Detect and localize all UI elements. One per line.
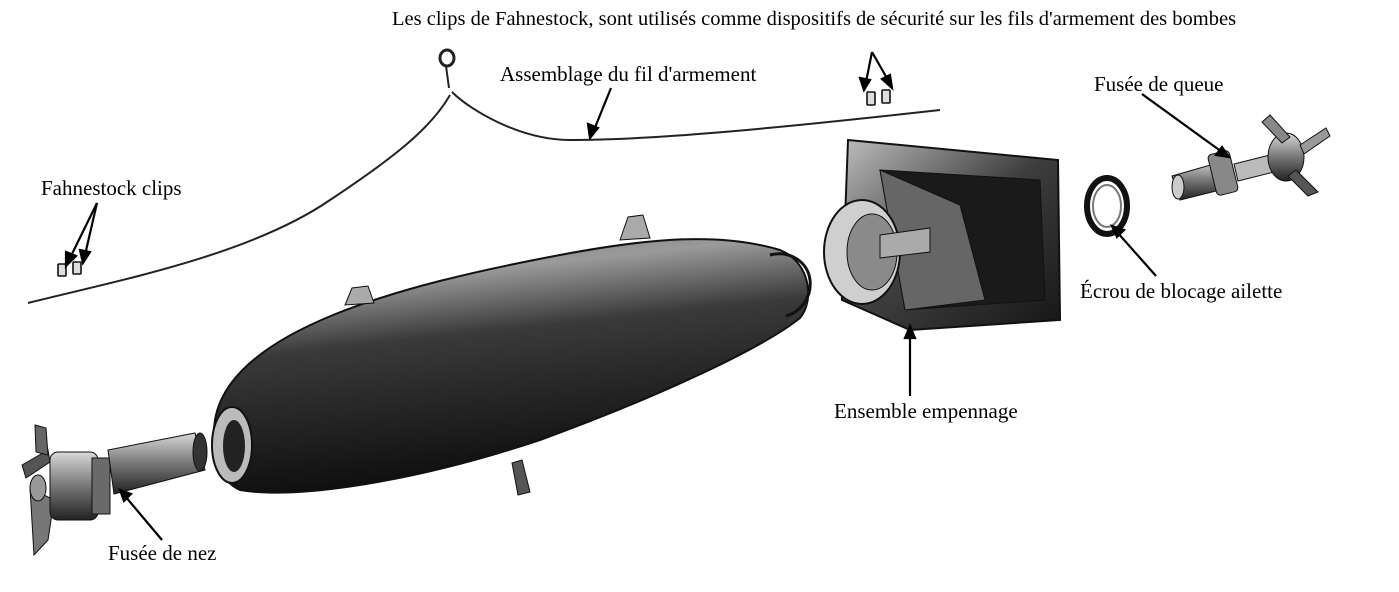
fahnestock-clips-label: Fahnestock clips xyxy=(41,176,182,200)
fahnestock-clips-top xyxy=(866,89,891,106)
arming-wire xyxy=(27,48,941,304)
fin-assembly-part xyxy=(823,138,1062,332)
tail-fuze-part xyxy=(1171,114,1331,201)
fahnestock-clips-left xyxy=(57,261,82,277)
nose-fuze-label: Fusée de nez xyxy=(108,541,217,565)
nose-fuze-part xyxy=(21,424,208,557)
fin-lock-nut-label: Écrou de blocage ailette xyxy=(1080,279,1283,303)
leader-lines xyxy=(64,51,1232,541)
tail-fuze-label: Fusée de queue xyxy=(1094,72,1224,96)
arming-wire-assembly-label: Assemblage du fil d'armement xyxy=(500,62,757,86)
fahnestock-safety-note-label: Les clips de Fahnestock, sont utilisés c… xyxy=(392,8,1237,30)
fin-lock-nut-part xyxy=(1084,175,1130,237)
bomb-body xyxy=(211,214,812,496)
fin-assembly-label: Ensemble empennage xyxy=(834,399,1018,423)
